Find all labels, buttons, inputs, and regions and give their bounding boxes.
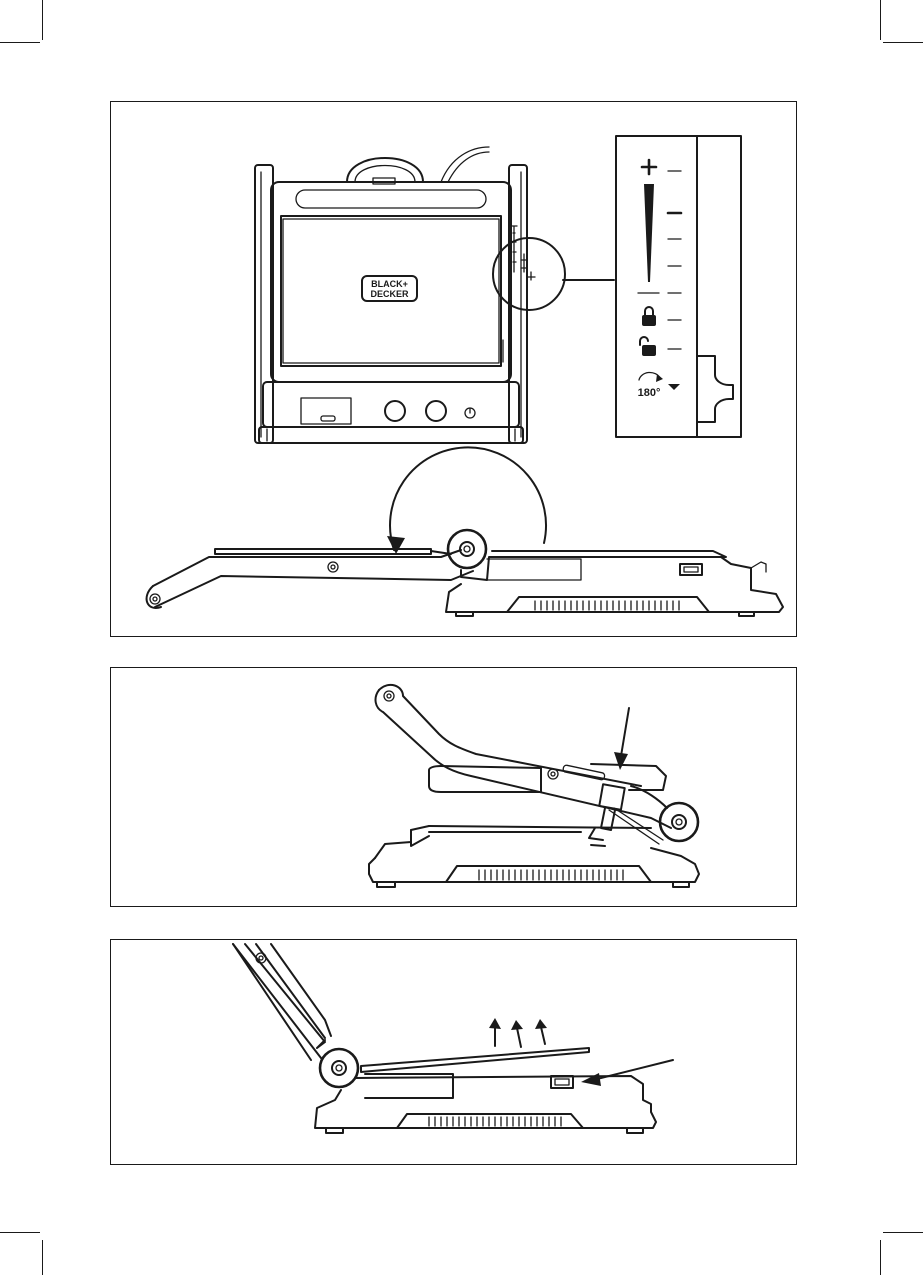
hinge-wheel <box>448 530 486 568</box>
brand-logo-line1: BLACK+ <box>371 279 408 289</box>
panel-1-drawing: BLACK+ DECKER <box>111 102 798 638</box>
lock-icon <box>642 307 656 326</box>
grill-removing-plate-view <box>233 944 673 1133</box>
crop-mark-tl-h <box>0 42 40 43</box>
removable-plate <box>361 1048 589 1072</box>
crop-mark-tr-v <box>880 0 881 40</box>
grill-tilted-side-view <box>369 685 699 887</box>
unlock-icon <box>640 337 656 356</box>
crop-mark-br-v <box>880 1240 881 1275</box>
figure-panel-3 <box>110 939 797 1165</box>
crop-mark-tl-v <box>42 0 43 40</box>
crop-mark-bl-v <box>42 1240 43 1275</box>
crop-mark-bl-h <box>0 1232 40 1233</box>
rotation-arc-arrow <box>390 447 546 550</box>
panel-3-drawing <box>111 940 798 1166</box>
temperature-knob-left <box>385 401 405 421</box>
grill-open-side-view <box>147 447 783 616</box>
panel-2-drawing <box>111 668 798 908</box>
grill-top-view: BLACK+ DECKER <box>255 147 527 443</box>
brand-logo-line2: DECKER <box>370 289 409 299</box>
rotation-label: 180° <box>638 387 661 399</box>
magnifier-circle <box>493 238 565 310</box>
crop-mark-tr-h <box>883 42 923 43</box>
down-triangle-icon <box>668 384 680 390</box>
control-scale-zoom: 180° <box>616 136 741 437</box>
figure-panel-1: BLACK+ DECKER <box>110 101 797 637</box>
crop-mark-br-h <box>883 1232 923 1233</box>
hinge-wheel-2 <box>660 803 698 841</box>
hinge-wheel-3 <box>320 1049 358 1087</box>
lift-arrows <box>489 1018 547 1047</box>
plus-icon <box>642 160 656 174</box>
callout-arrow-latch <box>621 708 629 756</box>
temperature-wedge <box>644 184 654 282</box>
temperature-knob-right <box>426 401 446 421</box>
figure-panel-2 <box>110 667 797 907</box>
